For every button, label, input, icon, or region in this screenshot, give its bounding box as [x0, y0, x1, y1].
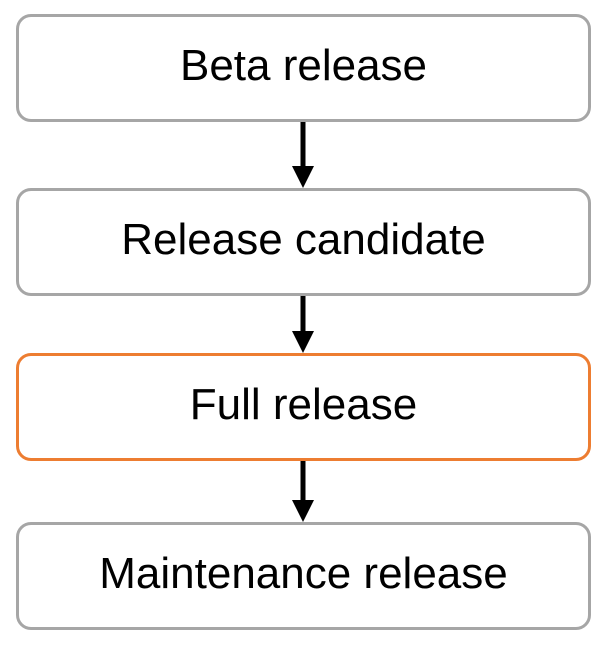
- flow-node-full-release: Full release: [16, 353, 591, 461]
- down-arrow-icon: [291, 461, 315, 522]
- down-arrow-icon: [291, 122, 315, 188]
- flow-node-label: Beta release: [179, 41, 428, 90]
- flow-node-label: Full release: [189, 380, 418, 429]
- flow-node-label: Release candidate: [121, 215, 486, 264]
- flow-node-label: Maintenance release: [99, 549, 508, 598]
- flow-node-maintenance-release: Maintenance release: [16, 522, 591, 630]
- flow-node-beta-release: Beta release: [16, 14, 591, 122]
- flow-node-release-candidate: Release candidate: [16, 188, 591, 296]
- down-arrow-icon: [291, 296, 315, 353]
